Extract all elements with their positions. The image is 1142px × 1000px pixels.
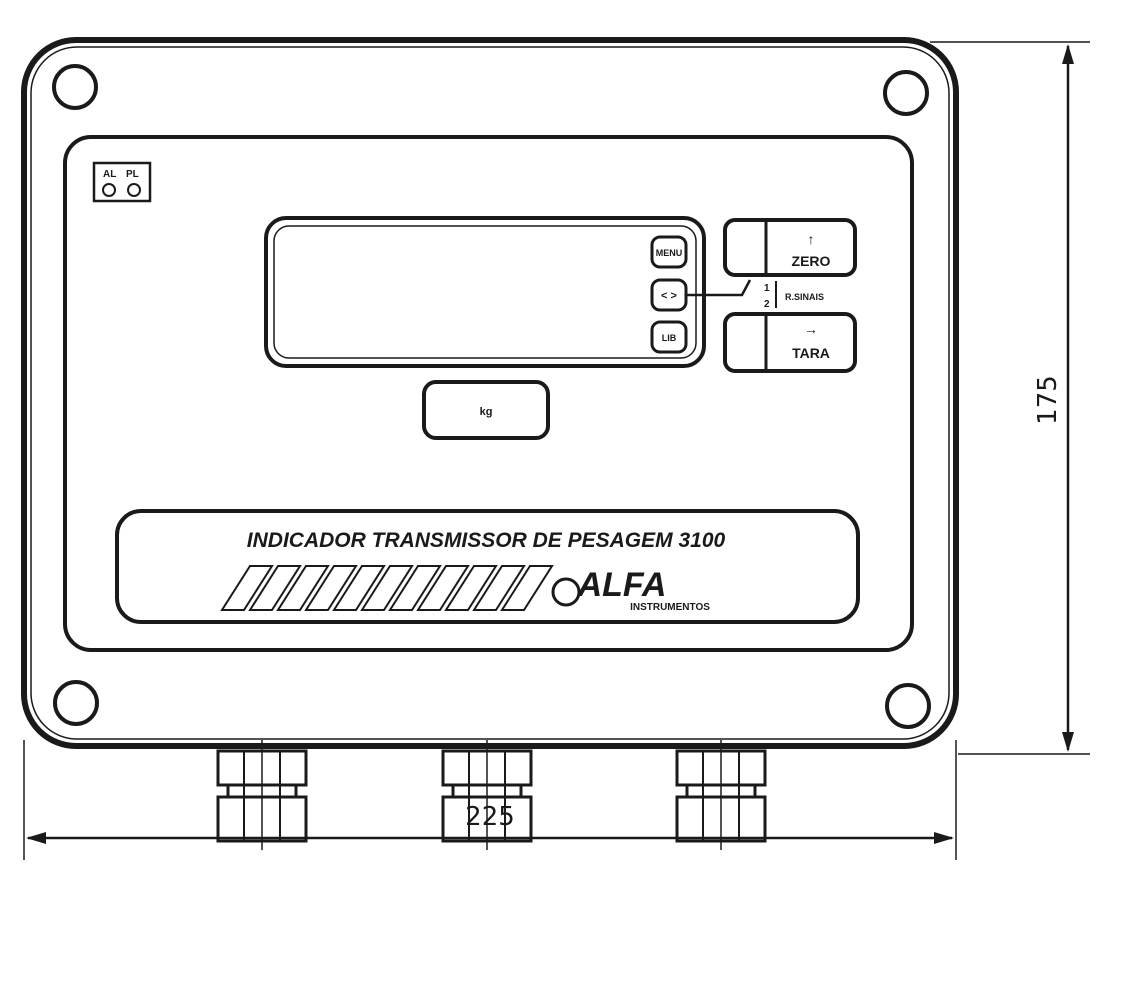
- mounting-hole-bottom-left: [53, 680, 99, 726]
- svg-text:MENU: MENU: [656, 248, 683, 258]
- width-dimension: 225: [23, 740, 957, 860]
- svg-text:→: →: [804, 321, 818, 337]
- mounting-hole-bottom-right: [885, 683, 931, 729]
- cable-gland-right: [675, 740, 767, 850]
- mounting-holes: [52, 64, 931, 729]
- cable-glands: [216, 740, 767, 850]
- unit-label: kg: [480, 406, 493, 418]
- display-window: [264, 216, 706, 368]
- tara-label: TARA: [792, 345, 830, 361]
- nameplate-stripes: [220, 565, 554, 611]
- svg-text:↑: ↑: [808, 231, 815, 247]
- display-side-buttons: MENU < > LIB: [650, 235, 688, 354]
- selector-label: R.SINAIS: [785, 292, 824, 302]
- selector-link-line: [686, 279, 752, 297]
- svg-text:2: 2: [764, 299, 770, 310]
- alfa-logo: ALFA INSTRUMENTOS: [551, 566, 710, 613]
- nameplate-title: INDICADOR TRANSMISSOR DE PESAGEM 3100: [247, 529, 726, 552]
- unit-window: kg: [422, 380, 550, 440]
- mounting-hole-top-left: [52, 64, 98, 110]
- brand-subtitle: INSTRUMENTOS: [630, 602, 710, 613]
- brand-name: ALFA: [577, 566, 667, 604]
- menu-button: [650, 235, 688, 269]
- zero-key: ↑ ZERO: [723, 218, 857, 277]
- enclosure: [21, 37, 959, 749]
- status-label-left: AL: [103, 169, 116, 180]
- status-label-right: PL: [126, 169, 139, 180]
- selector-indicator: 1 2 R.SINAIS: [764, 281, 824, 310]
- svg-text:LIB: LIB: [662, 333, 677, 343]
- status-indicator-box: AL PL: [92, 161, 152, 203]
- front-panel: [63, 135, 914, 652]
- cable-gland-center: [441, 740, 533, 850]
- height-dimension: 175: [930, 41, 1090, 755]
- width-dimension-label: 225: [465, 802, 515, 832]
- svg-text:< >: < >: [661, 290, 677, 302]
- svg-text:1: 1: [764, 283, 770, 294]
- lib-button: [650, 320, 688, 354]
- cable-gland-left: [216, 740, 308, 850]
- height-dimension-label: 175: [1033, 375, 1063, 425]
- zero-label: ZERO: [792, 253, 831, 269]
- mounting-hole-top-right: [883, 70, 929, 116]
- tara-key: → TARA: [723, 312, 857, 373]
- nameplate: INDICADOR TRANSMISSOR DE PESAGEM 3100 AL…: [115, 509, 860, 624]
